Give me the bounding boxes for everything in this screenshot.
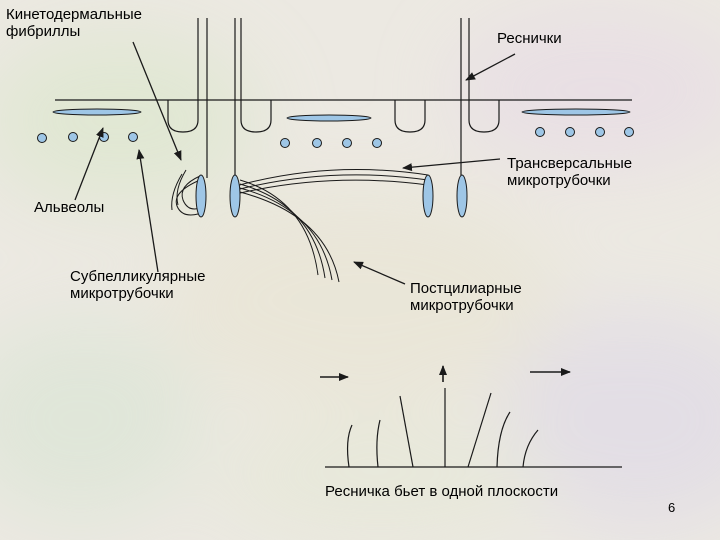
kinetosome-ovals	[195, 174, 468, 218]
label-cilium-beat-caption: Ресничка бьет в одной плоскости	[325, 483, 559, 500]
kinetodesmal-fibril-loops	[171, 169, 201, 216]
label-alveoli: Альвеолы	[34, 199, 105, 216]
pointer-arrows	[74, 41, 516, 285]
alveoli-sacs	[52, 108, 631, 122]
label-subpellicular-microtubules: Субпелликулярные микротрубочки	[70, 268, 206, 302]
label-cilia: Реснички	[497, 30, 562, 47]
label-transverse-microtubules: Трансверсальные микротрубочки	[507, 155, 633, 189]
cilium-beat-sequence	[325, 388, 622, 468]
label-kinetodesmal-fibrils: Кинетодермальные фибриллы	[6, 6, 143, 40]
basal-bodies-u	[167, 100, 500, 133]
direction-arrows	[320, 365, 571, 382]
page-number: 6	[668, 500, 676, 515]
label-postciliary-microtubules: Постцилиарные микротрубочки	[410, 280, 522, 314]
cilia-shafts	[197, 18, 470, 178]
postciliary-microtubules	[239, 179, 340, 283]
transverse-microtubules	[235, 169, 429, 195]
alveoli-dots	[37, 127, 634, 148]
